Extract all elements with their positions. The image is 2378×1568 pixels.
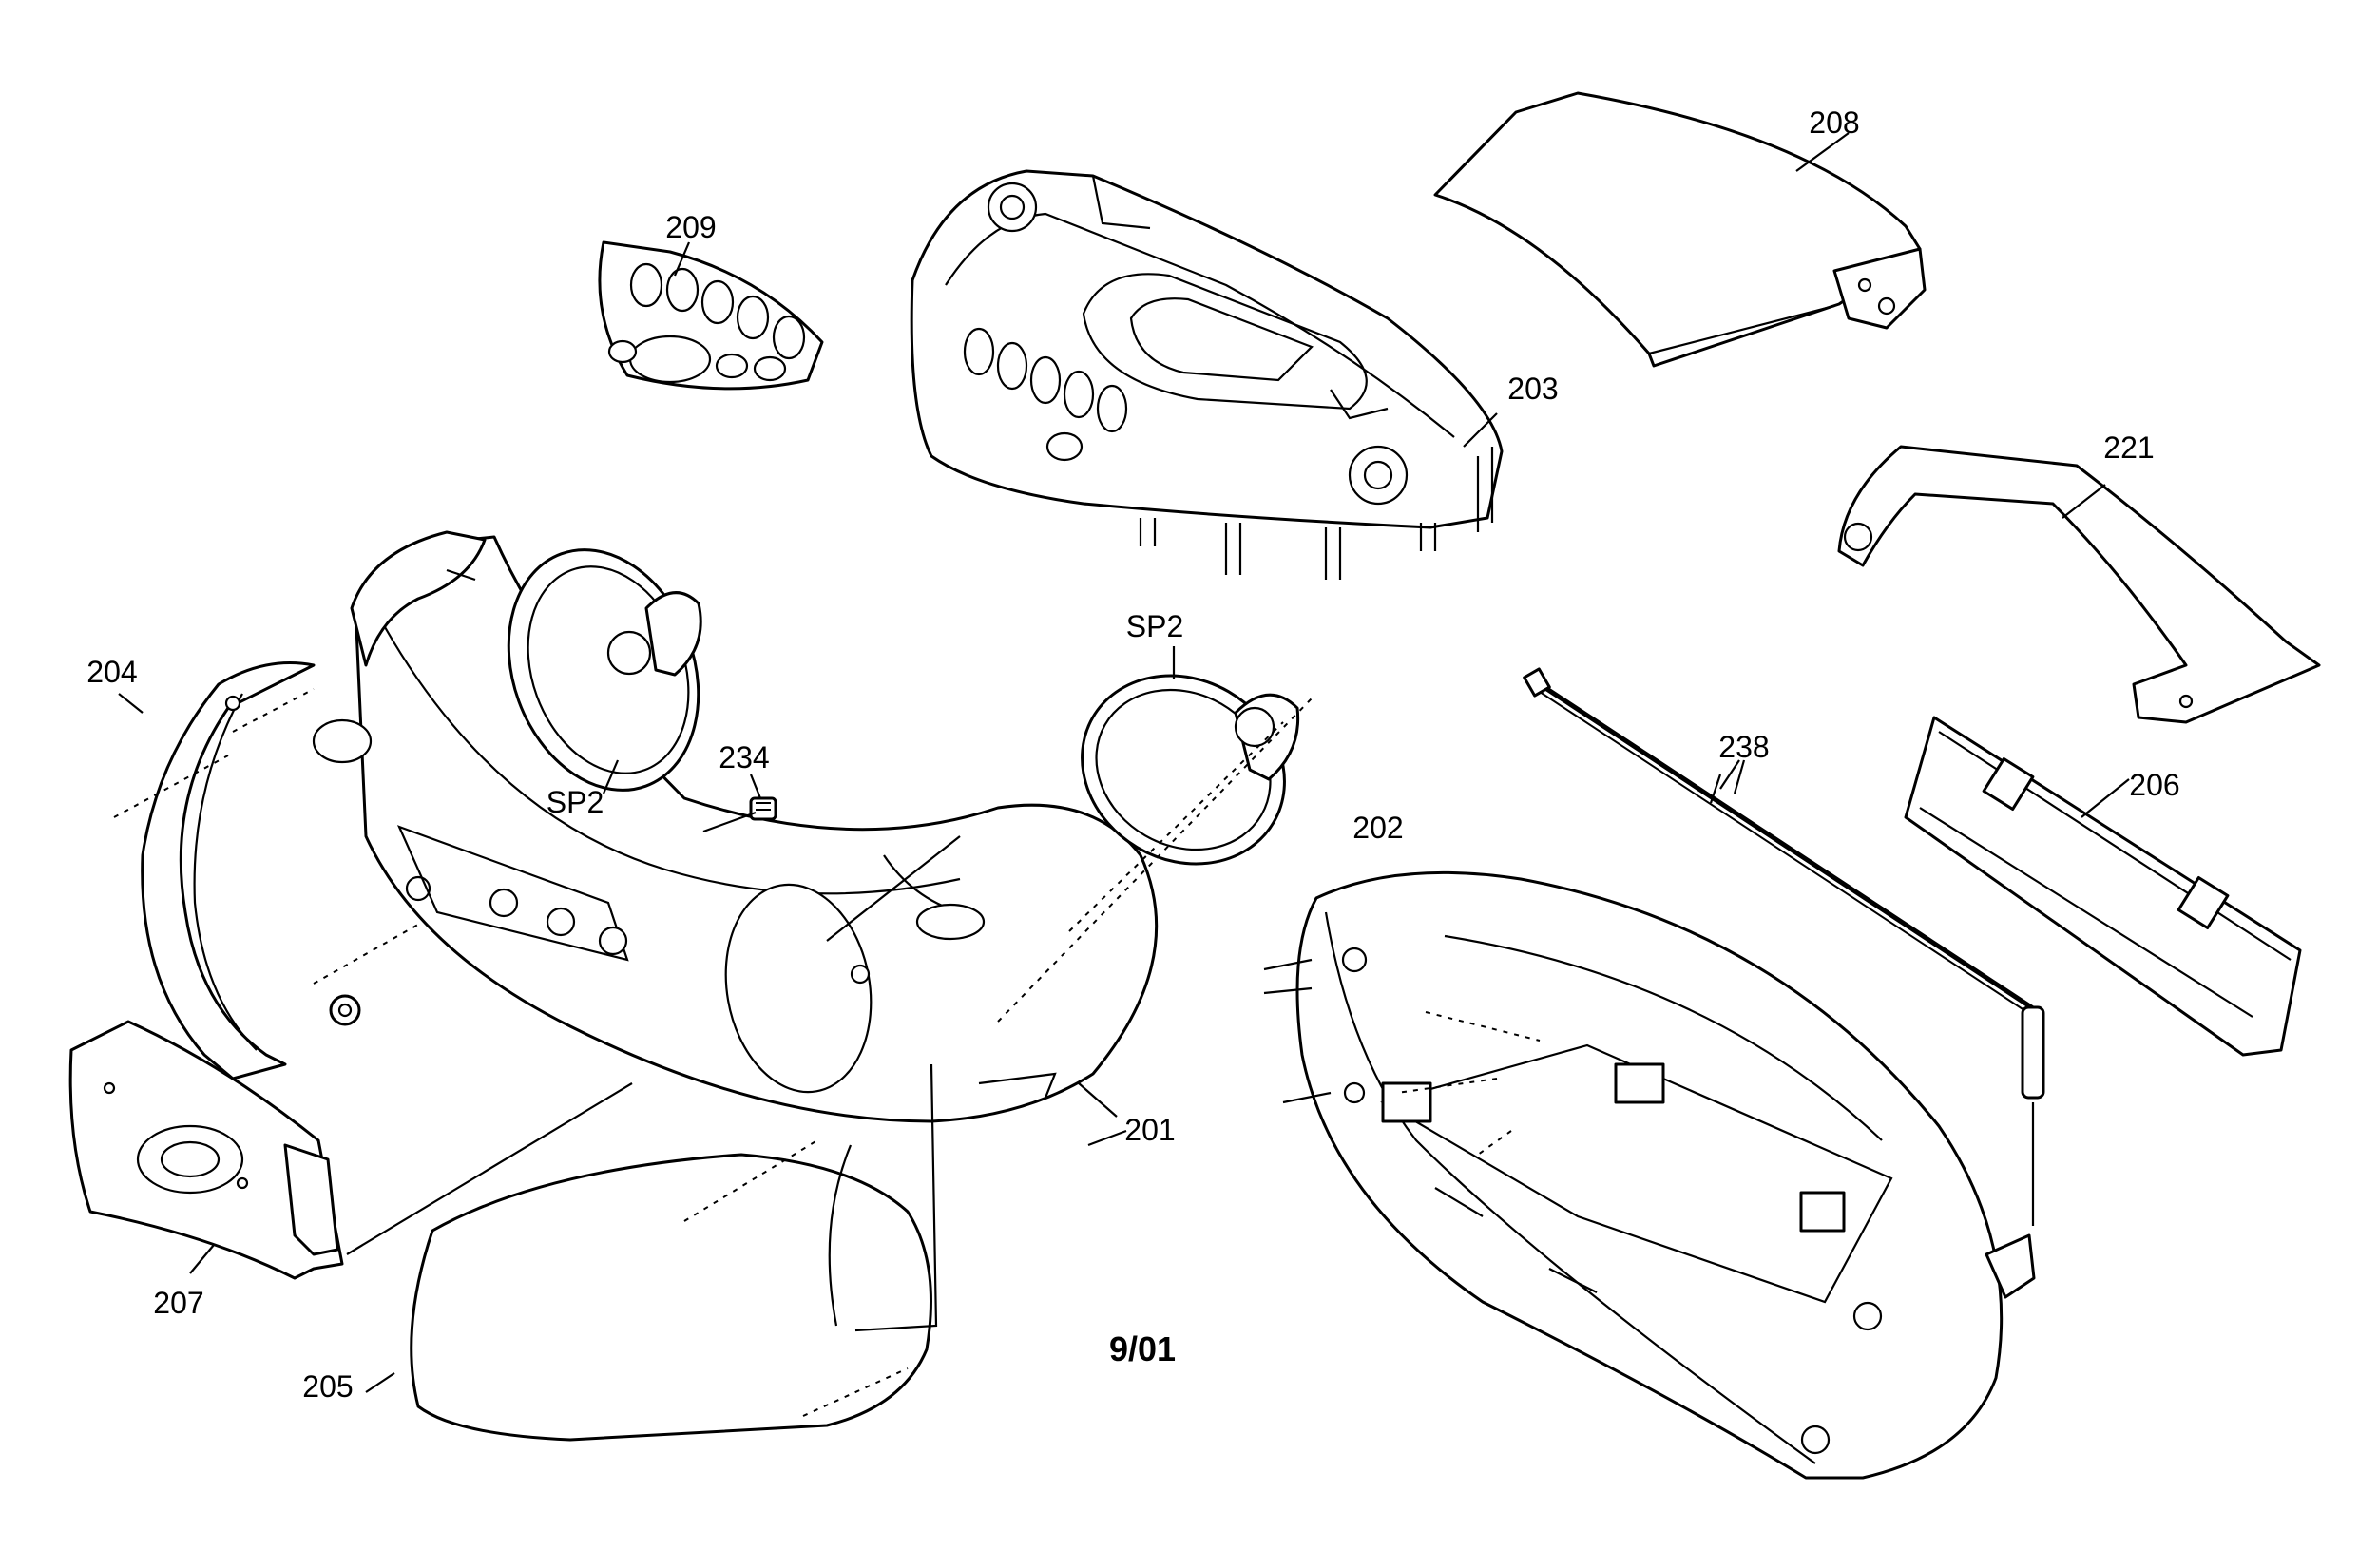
- label-207: 207: [153, 1286, 203, 1320]
- part-202-rear-housing: [1263, 870, 2036, 1480]
- label-204: 204: [86, 655, 137, 689]
- label-234: 234: [719, 740, 769, 774]
- part-203-main-chassis: [910, 169, 1504, 580]
- label-221: 221: [2103, 430, 2154, 465]
- speaker-sp2-left: [507, 548, 702, 792]
- part-208-top-cover: [1433, 91, 1927, 368]
- part-207-end-panel: [68, 1020, 344, 1280]
- label-sp2-left: SP2: [547, 785, 604, 819]
- revision-date: 9/01: [1109, 1329, 1176, 1368]
- assembly-lines: [113, 688, 1541, 1332]
- label-205: 205: [302, 1369, 353, 1404]
- part-206-rear-strip: [1904, 716, 2302, 1057]
- part-221-handle: [1837, 445, 2321, 724]
- part-201-front-housing: [312, 530, 1159, 1123]
- part-234-screw: [702, 796, 777, 833]
- speaker-sp2-right: [1081, 674, 1300, 866]
- part-labels: 208 209 203 221 206 238 202 201 204 207 …: [86, 105, 2179, 1404]
- callout-leaders: [118, 132, 2130, 1393]
- part-209-keypad-panel: [598, 240, 824, 391]
- label-209: 209: [665, 210, 716, 244]
- label-208: 208: [1809, 105, 1859, 140]
- label-238: 238: [1718, 730, 1769, 764]
- part-204-side-cap: [141, 661, 316, 1080]
- knob-small: [313, 921, 424, 1026]
- label-sp2-right: SP2: [1126, 609, 1183, 643]
- label-203: 203: [1507, 372, 1558, 406]
- label-202: 202: [1352, 811, 1403, 845]
- label-201: 201: [1124, 1113, 1175, 1147]
- part-205-grille: [410, 1139, 932, 1442]
- label-206: 206: [2129, 768, 2179, 802]
- part-238-antenna: [1523, 667, 2045, 1226]
